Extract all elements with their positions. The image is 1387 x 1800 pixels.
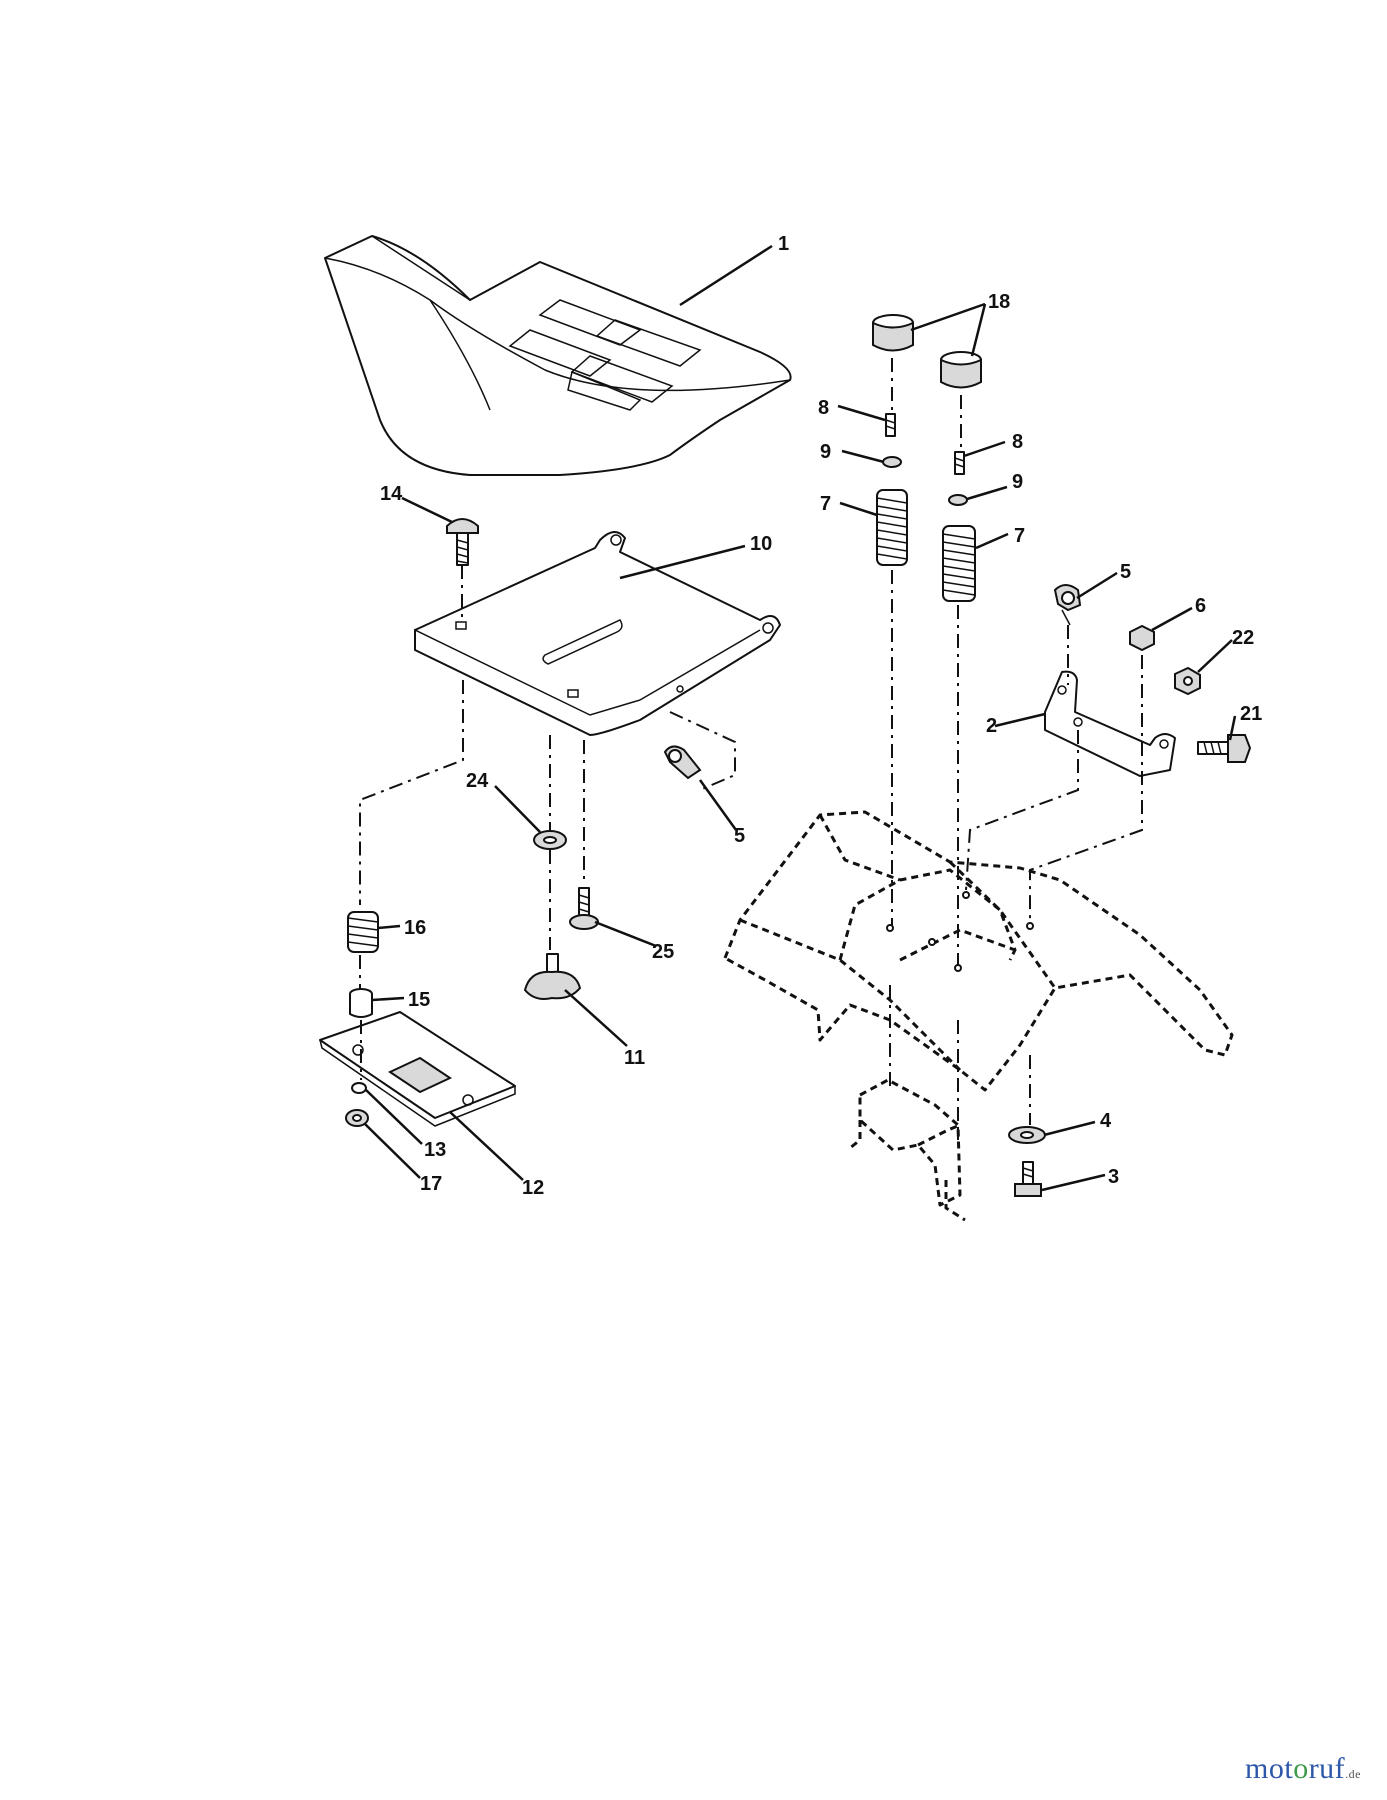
washer-left — [882, 456, 902, 468]
watermark-part-2: o — [1293, 1752, 1309, 1785]
leader-lines — [364, 244, 1237, 1192]
callout-7-right: 7 — [1014, 525, 1025, 547]
rubber-spacer-right — [940, 351, 982, 389]
callout-21: 21 — [1240, 703, 1262, 725]
flat-washer — [533, 830, 567, 850]
shoulder-bolt — [569, 887, 599, 930]
mounting-bracket — [1044, 670, 1176, 777]
slide-bracket — [319, 1011, 516, 1127]
washer-right — [948, 494, 968, 506]
seat-pan — [414, 531, 781, 736]
callout-8-right: 8 — [1012, 431, 1023, 453]
hex-bolt — [1197, 734, 1252, 763]
seat — [324, 235, 792, 476]
callout-11: 11 — [624, 1047, 645, 1069]
callout-1: 1 — [778, 233, 789, 255]
screw-left — [885, 413, 896, 437]
tractor-frame — [723, 810, 1234, 1222]
rubber-spacer-left — [872, 314, 914, 352]
suspension-spring-left — [876, 489, 908, 566]
callout-22: 22 — [1232, 627, 1254, 649]
hex-nut-small — [351, 1082, 367, 1094]
callout-10: 10 — [750, 533, 772, 555]
seat-clip-left — [663, 745, 702, 780]
frame-washer — [1008, 1126, 1046, 1144]
callout-24: 24 — [466, 770, 489, 792]
hex-nut — [1129, 624, 1155, 652]
callout-18: 18 — [988, 291, 1010, 313]
callout-25: 25 — [652, 941, 674, 963]
callout-16: 16 — [404, 917, 426, 939]
callout-5-right: 5 — [1120, 561, 1131, 583]
adjustment-knob — [523, 953, 582, 1000]
callout-13: 13 — [424, 1139, 446, 1161]
assembly-lines — [359, 358, 1143, 1140]
seat-spring — [347, 911, 379, 953]
callout-15: 15 — [408, 989, 430, 1011]
callout-8-left: 8 — [818, 397, 829, 419]
watermark-part-1: mot — [1245, 1752, 1294, 1785]
screw-right — [954, 451, 965, 475]
callout-7-left: 7 — [820, 493, 831, 515]
lock-washer — [345, 1109, 369, 1127]
callout-3: 3 — [1108, 1166, 1119, 1188]
callout-9-right: 9 — [1012, 471, 1023, 493]
watermark-tld: .de — [1345, 1767, 1361, 1781]
carriage-bolt — [446, 518, 479, 566]
callout-17: 17 — [420, 1173, 442, 1195]
callout-14: 14 — [380, 483, 403, 505]
frame-bolt — [1014, 1161, 1042, 1197]
callout-labels: 1 18 8 8 9 9 7 7 5 6 22 2 21 10 14 5 24 … — [380, 233, 1262, 1199]
callout-2: 2 — [986, 715, 997, 737]
spacer-bushing — [349, 988, 373, 1018]
callout-4: 4 — [1100, 1110, 1112, 1132]
watermark-part-3: ruf — [1308, 1752, 1346, 1785]
callout-6: 6 — [1195, 595, 1206, 617]
seat-clip-right — [1053, 584, 1082, 626]
callout-12: 12 — [522, 1177, 544, 1199]
callout-5-left: 5 — [734, 825, 745, 847]
motoruf-watermark: motoruf.de — [1245, 1752, 1361, 1786]
lock-nut — [1174, 666, 1201, 696]
suspension-spring-right — [942, 525, 976, 602]
callout-9-left: 9 — [820, 441, 831, 463]
